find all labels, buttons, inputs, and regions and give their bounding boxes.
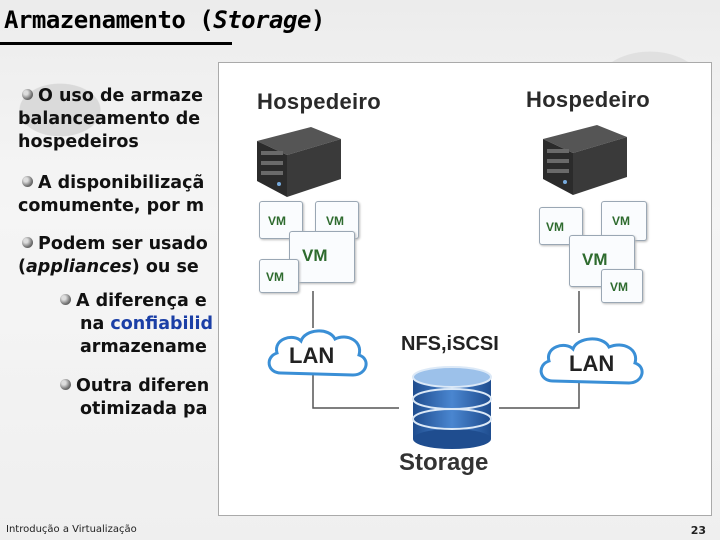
title-underline: [0, 42, 232, 45]
server-icon: [257, 127, 341, 197]
bullet-dot-icon: [22, 237, 33, 248]
bullet-dot-icon: [22, 176, 33, 187]
slide-title: Armazenamento (Storage): [4, 6, 325, 34]
host-label-left: Hospedeiro: [257, 89, 382, 114]
bullet-dot-icon: [60, 379, 71, 390]
sub-bullet-2: Outra diferen otimizada pa: [60, 375, 209, 421]
bullet-dot-icon: [60, 294, 71, 305]
lan-cloud-icon: [539, 337, 644, 385]
bullet-3: Podem ser usado (appliances) ou se: [18, 234, 208, 277]
bullet-1: O uso de armaze balanceamento de hospede…: [18, 86, 203, 152]
lan-label-right: LAN: [569, 351, 615, 376]
storage-diagram: Hospedeiro Hospedeiro VM VM VM VM VM VM …: [218, 62, 712, 516]
sub-bullet-1: A diferença e na confiabilid armazename: [60, 290, 213, 359]
bullet-2: A disponibilizaçã comumente, por m: [18, 173, 205, 216]
vm-card: VM: [259, 201, 303, 239]
bullet-dot-icon: [22, 89, 33, 100]
lan-label-left: LAN: [289, 343, 335, 368]
server-icon: [543, 125, 627, 195]
vm-card: VM: [289, 231, 355, 283]
vm-card: VM: [601, 201, 647, 241]
diagram-connections: [312, 291, 580, 409]
host-label-right: Hospedeiro: [526, 87, 651, 112]
protocol-label: NFS,iSCSI: [401, 333, 499, 355]
storage-database-icon: [412, 366, 492, 449]
page-number: 23: [690, 524, 706, 537]
storage-label: Storage: [399, 449, 489, 476]
lan-cloud-icon: [267, 329, 368, 377]
vm-card: VM: [601, 269, 643, 303]
footer-course-title: Introdução a Virtualização: [6, 524, 137, 535]
vm-card: VM: [259, 259, 299, 293]
